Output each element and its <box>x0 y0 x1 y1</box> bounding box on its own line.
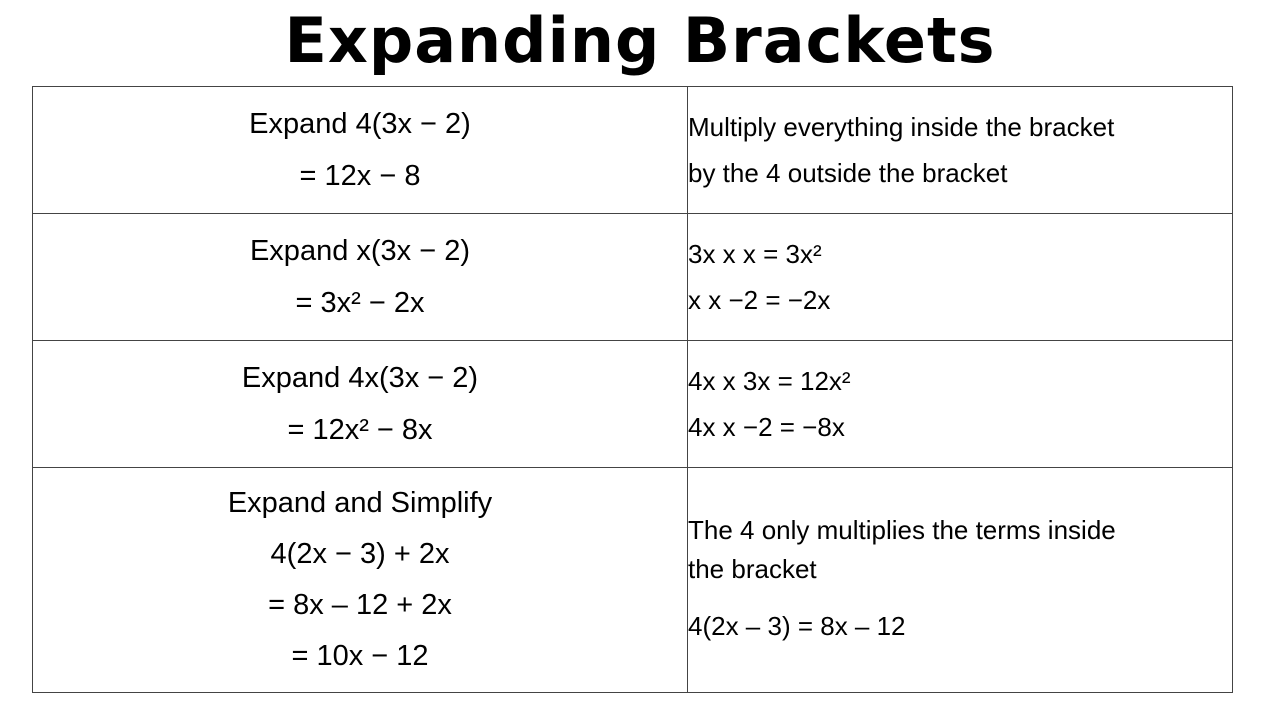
table-row: Expand x(3x − 2) = 3x² − 2x 3x x x = 3x²… <box>32 213 1233 341</box>
explanation-line: 4x x 3x = 12x² <box>688 366 851 396</box>
explanation-line: Multiply everything inside the bracket <box>688 112 1115 142</box>
example-cell: Expand x(3x − 2) = 3x² − 2x <box>32 213 688 341</box>
page-title: Expanding Brackets <box>284 4 996 77</box>
example-line: Expand x(3x − 2) <box>249 235 471 267</box>
explanation-cell: 3x x x = 3x² x x −2 = −2x <box>687 213 1233 341</box>
explanation-cell: The 4 only multiplies the terms inside t… <box>687 467 1233 693</box>
example-line: Expand and Simplify <box>227 487 493 519</box>
example-line: Expand 4(3x − 2) <box>249 108 471 140</box>
example-line: 4(2x − 3) + 2x <box>270 538 450 570</box>
explanation-cell: 4x x 3x = 12x² 4x x −2 = −8x <box>687 340 1233 468</box>
example-line: = 12x − 8 <box>299 160 421 192</box>
explanation-line: The 4 only multiplies the terms inside <box>688 515 1116 545</box>
explanation-line: by the 4 outside the bracket <box>688 158 1008 188</box>
example-cell: Expand 4x(3x − 2) = 12x² − 8x <box>32 340 688 468</box>
example-line: Expand 4x(3x − 2) <box>241 362 479 394</box>
example-cell: Expand 4(3x − 2) = 12x − 8 <box>32 86 688 214</box>
explanation-cell: Multiply everything inside the bracket b… <box>687 86 1233 214</box>
example-line: = 10x − 12 <box>291 640 429 672</box>
table-row: Expand and Simplify 4(2x − 3) + 2x = 8x … <box>32 467 1233 693</box>
example-cell: Expand and Simplify 4(2x − 3) + 2x = 8x … <box>32 467 688 693</box>
expanding-brackets-table: Expand 4(3x − 2) = 12x − 8 Multiply ever… <box>32 86 1233 693</box>
table-row: Expand 4x(3x − 2) = 12x² − 8x 4x x 3x = … <box>32 340 1233 468</box>
explanation-line: 3x x x = 3x² <box>688 239 822 269</box>
explanation-line: x x −2 = −2x <box>688 285 831 315</box>
example-line: = 8x – 12 + 2x <box>268 589 452 621</box>
explanation-line: the bracket <box>688 554 817 584</box>
explanation-line: 4(2x – 3) = 8x – 12 <box>688 611 906 641</box>
example-line: = 12x² − 8x <box>287 414 433 446</box>
example-line: = 3x² − 2x <box>295 287 425 319</box>
table-row: Expand 4(3x − 2) = 12x − 8 Multiply ever… <box>32 86 1233 214</box>
explanation-line: 4x x −2 = −8x <box>688 412 845 442</box>
